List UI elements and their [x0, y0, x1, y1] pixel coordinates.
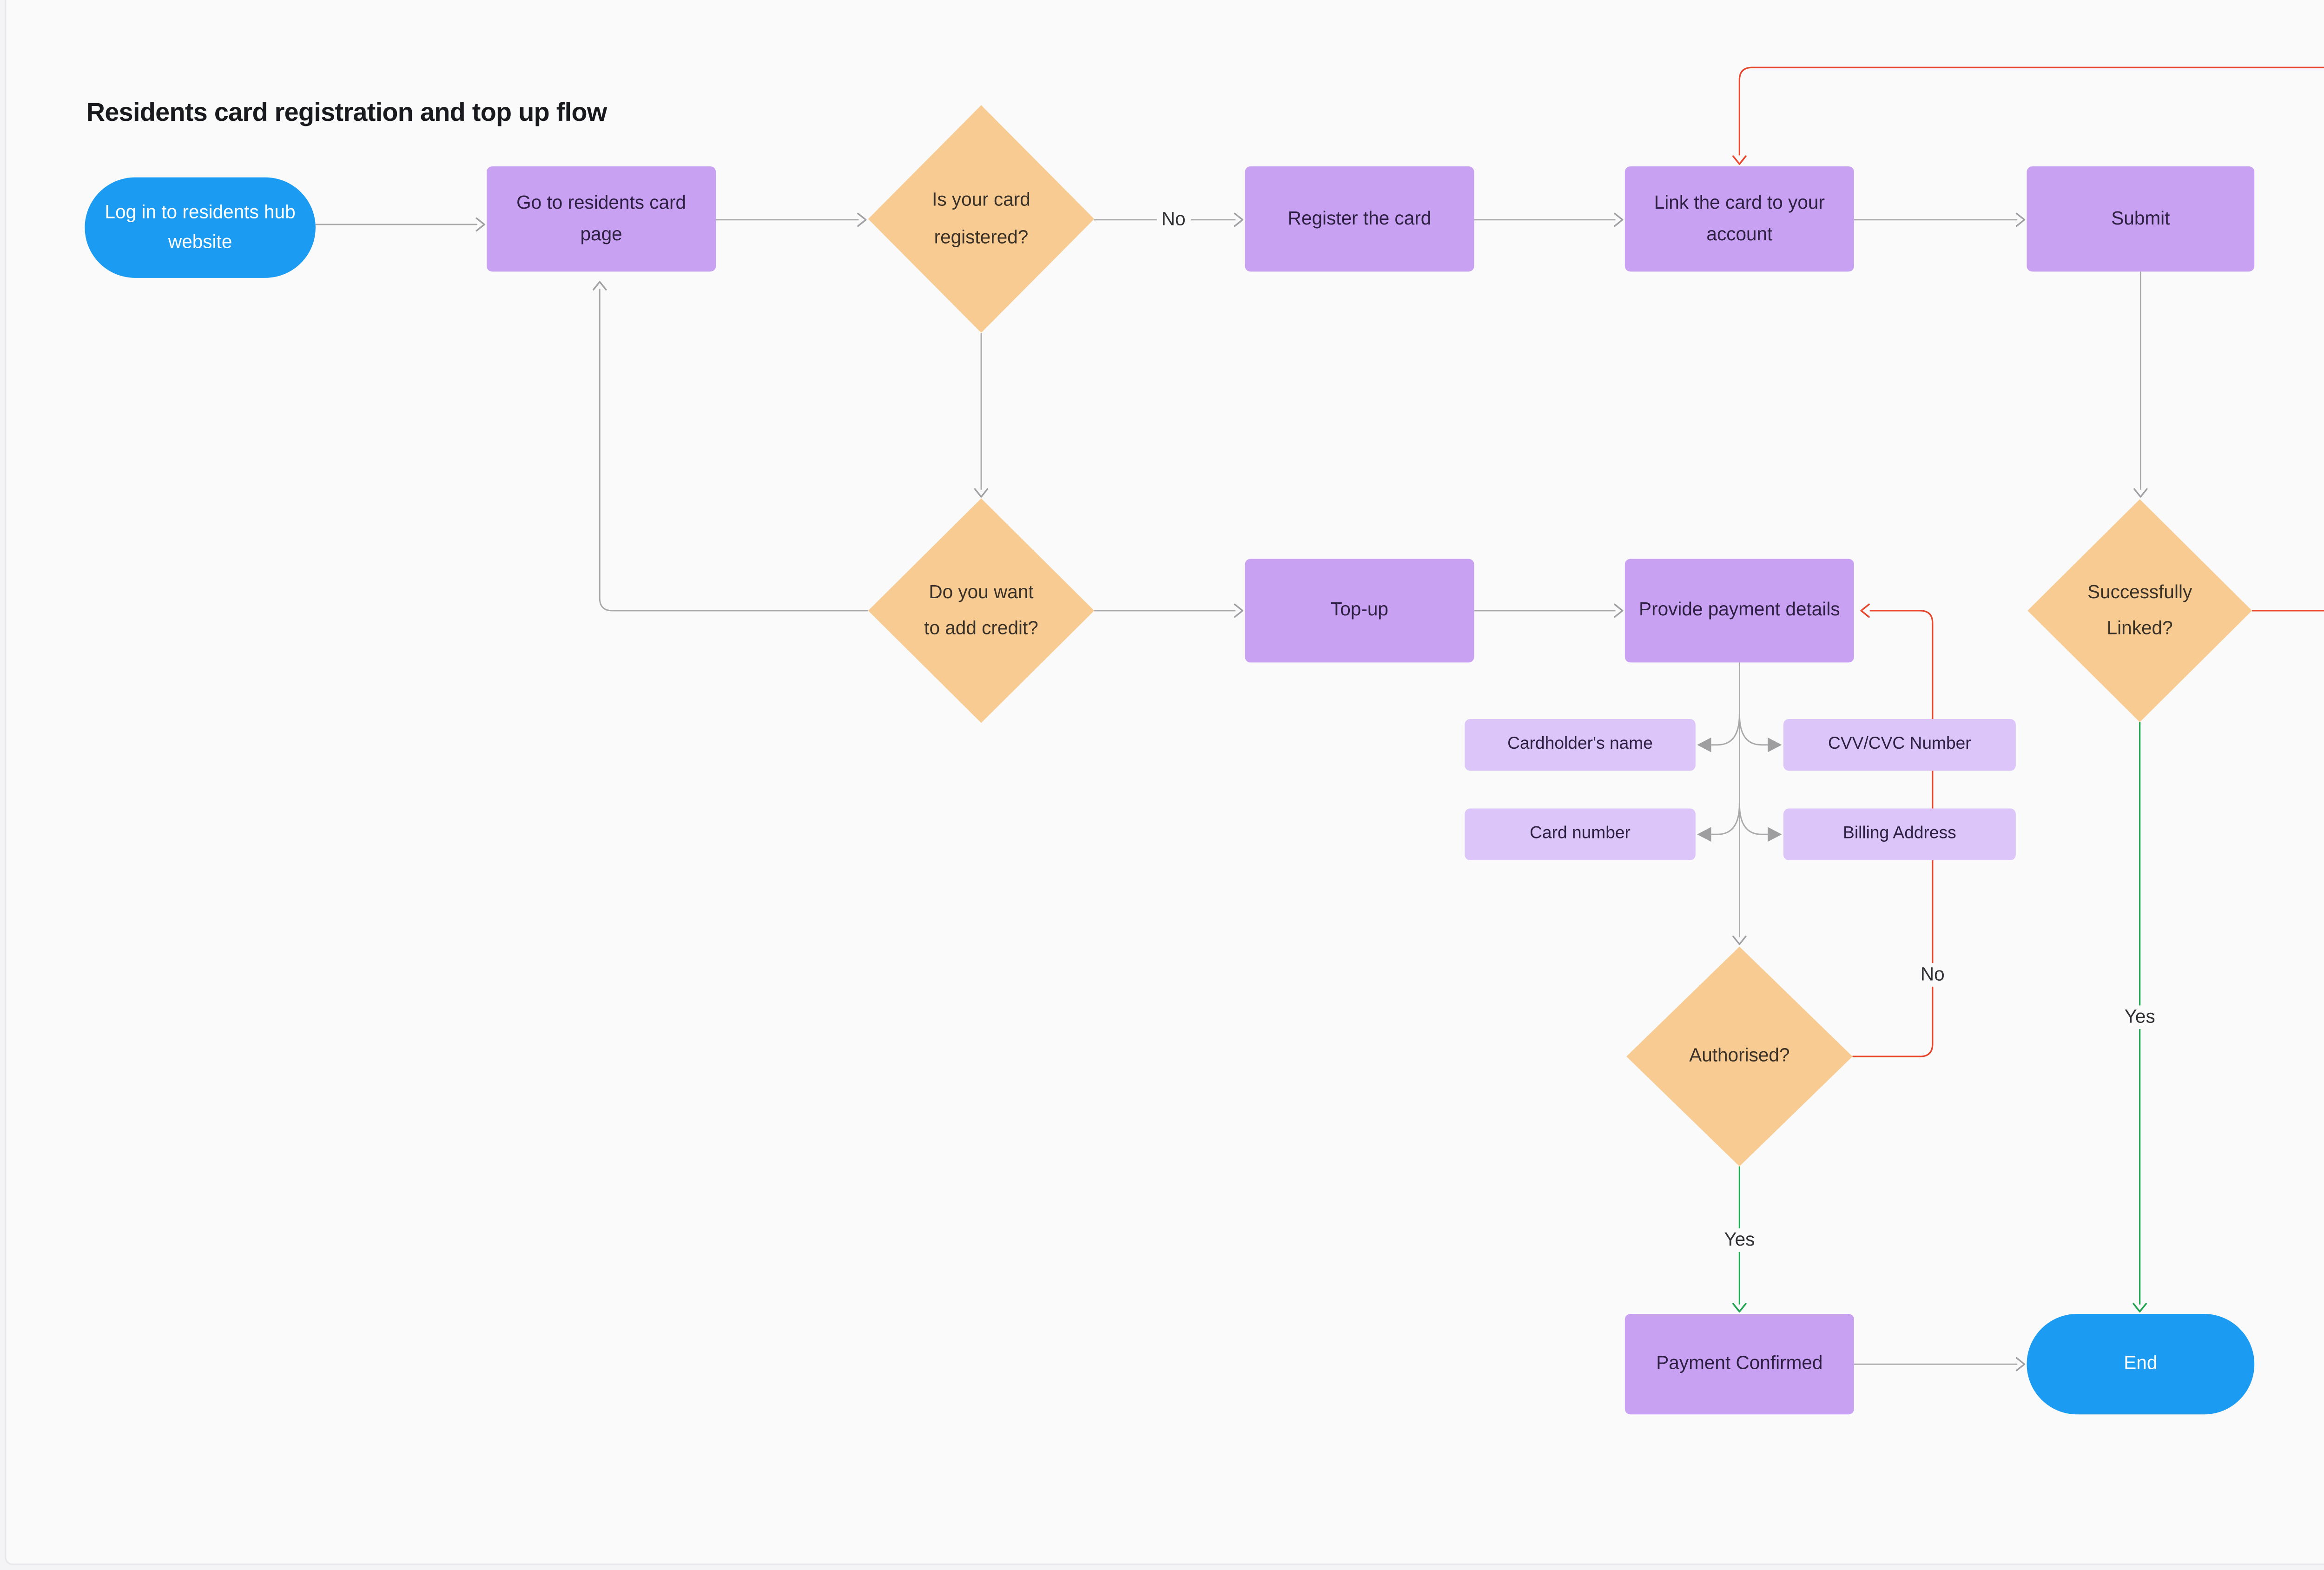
edge-label-authorised-no: No [1915, 963, 1950, 987]
node-cvv-cvc-number[interactable]: CVV/CVC Number [1783, 719, 2016, 771]
node-start[interactable]: Log in to residents hub website [85, 177, 316, 278]
edge-provide-to-cvv [1738, 714, 1768, 746]
node-top-up[interactable]: Top-up [1245, 559, 1474, 663]
edge-provide-to-cardholder [1711, 714, 1740, 746]
arrowhead-link-to-submit [2015, 212, 2026, 227]
arrowhead-isregistered-to-register [1234, 212, 1244, 227]
node-billing-address[interactable]: Billing Address [1783, 808, 2016, 860]
node-is-card-registered-shape[interactable] [868, 105, 1095, 333]
arrowhead-start-to-goto [475, 217, 485, 232]
node-authorised-shape[interactable] [1626, 946, 1853, 1167]
arrowhead-linked-yes [2133, 1303, 2147, 1313]
node-card-number[interactable]: Card number [1465, 808, 1696, 860]
arrowhead-provide-to-cvv [1768, 737, 1782, 752]
node-link-card[interactable]: Link the card to your account [1624, 166, 1854, 272]
arrowhead-goto-to-isregistered [857, 212, 867, 227]
node-cardholder-name[interactable]: Cardholder's name [1465, 719, 1696, 771]
arrowhead-provide-to-authorised [1732, 936, 1747, 945]
node-add-credit-shape[interactable] [868, 498, 1095, 723]
arrowhead-isregistered-to-addcredit [974, 488, 989, 498]
arrowhead-topup-to-provide [1614, 603, 1624, 618]
arrowhead-provide-to-cardholder [1697, 737, 1711, 752]
page-title: Residents card registration and top up f… [86, 99, 607, 127]
arrowhead-authorised-no [1860, 603, 1870, 618]
edge-label-authorised-yes: Yes [1718, 1228, 1761, 1252]
node-goto-card-page[interactable]: Go to residents card page [487, 166, 716, 272]
edge-label-is-registered-no: No [1156, 208, 1191, 232]
node-payment-confirmed[interactable]: Payment Confirmed [1624, 1314, 1854, 1415]
arrowhead-authorised-yes [1732, 1303, 1747, 1313]
edge-label-linked-yes: Yes [2119, 1005, 2161, 1029]
arrowhead-provide-to-billing [1768, 827, 1782, 842]
edge-linked-no-to-link [1738, 66, 2324, 612]
node-end[interactable]: End [2027, 1314, 2255, 1415]
arrowhead-submit-to-linked [2133, 488, 2148, 498]
node-submit[interactable]: Submit [2027, 166, 2255, 272]
canvas-panel [4, 0, 2324, 1565]
arrowhead-addcredit-to-topup [1234, 603, 1244, 618]
node-register-card[interactable]: Register the card [1245, 166, 1474, 272]
arrowhead-provide-to-cardnumber [1697, 827, 1711, 842]
edge-provide-to-cardnumber [1711, 804, 1740, 835]
edge-provide-to-billing [1738, 804, 1768, 835]
node-successfully-linked-shape[interactable] [2027, 499, 2252, 722]
arrowhead-register-to-link [1614, 212, 1624, 227]
node-provide-payment-details[interactable]: Provide payment details [1624, 559, 1854, 663]
edge-label-linked-no: No [2323, 388, 2324, 411]
arrowhead-linked-no [1732, 155, 1747, 165]
arrowhead-addcredit-to-goto [593, 281, 607, 290]
edge-addcredit-to-goto [599, 289, 868, 612]
arrowhead-confirmed-to-end [2015, 1357, 2026, 1372]
